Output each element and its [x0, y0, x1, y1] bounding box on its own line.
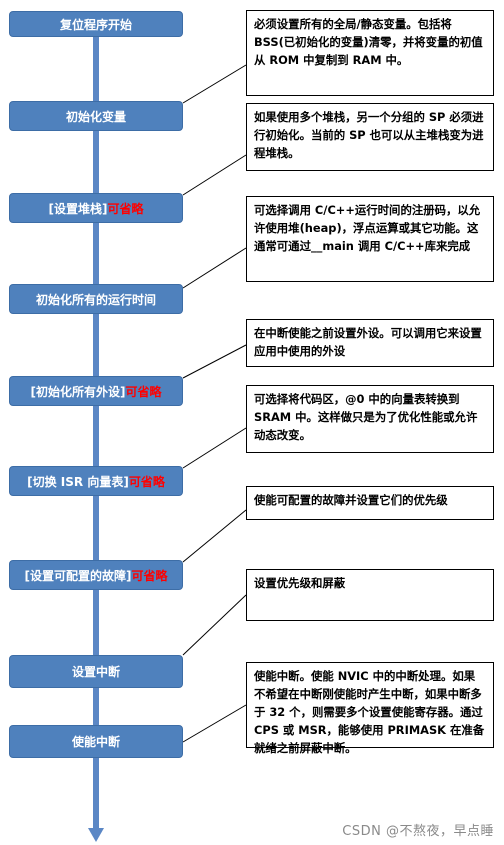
step-label: [设置可配置的故障] [24, 568, 132, 583]
note-init-variables: 必须设置所有的全局/静态变量。包括将 BSS(已初始化的变量)清零，并将变量的初… [246, 10, 494, 96]
step-label: 复位程序开始 [59, 17, 132, 32]
step-label: [初始化所有外设] [30, 384, 126, 399]
connector-1 [182, 64, 247, 104]
step-optional-tag: 可省略 [128, 474, 165, 489]
note-init-peripherals: 在中断使能之前设置外设。可以调用它来设置应用中使用的外设 [246, 319, 494, 367]
step-init-variables: 初始化变量 [9, 101, 183, 131]
connector-2 [182, 154, 247, 196]
step-optional-tag: 可省略 [125, 384, 162, 399]
step-optional-tag: 可省略 [107, 201, 144, 216]
flow-arrow-head [88, 828, 104, 842]
note-setup-stack: 如果使用多个堆栈，另一个分组的 SP 必须进行初始化。当前的 SP 也可以从主堆… [246, 103, 494, 171]
note-enable-interrupts: 使能中断。使能 NVIC 中的中断处理。如果不希望在中断刚使能时产生中断，如果中… [246, 662, 494, 755]
connector-5 [182, 427, 247, 469]
csdn-watermark: CSDN @不熬夜，早点睡 [342, 824, 494, 839]
step-setup-interrupts: 设置中断 [9, 655, 183, 688]
step-label: 初始化变量 [65, 109, 126, 124]
connector-7 [182, 594, 247, 656]
step-enable-interrupts: 使能中断 [9, 725, 183, 758]
step-reset-start: 复位程序开始 [9, 11, 183, 37]
step-label: [切换 ISR 向量表] [27, 474, 129, 489]
step-label: [设置堆栈] [48, 201, 108, 216]
step-label: 使能中断 [71, 735, 120, 749]
note-setup-interrupts: 设置优先级和屏蔽 [246, 569, 494, 621]
step-label: 初始化所有的运行时间 [35, 292, 156, 307]
step-optional-tag: 可省略 [131, 568, 168, 583]
connector-3 [182, 247, 247, 289]
step-init-peripherals: [初始化所有外设] 可省略 [9, 376, 183, 406]
connector-4 [182, 344, 247, 379]
note-setup-faults: 使能可配置的故障并设置它们的优先级 [246, 486, 494, 520]
note-switch-isr-table: 可选择将代码区，@0 中的向量表转换到 SRAM 中。这样做只是为了优化性能或允… [246, 385, 494, 453]
note-init-runtime: 可选择调用 C/C++运行时间的注册码，以允许使用堆(heap)，浮点运算或其它… [246, 196, 494, 282]
step-switch-isr-table: [切换 ISR 向量表] 可省略 [9, 466, 183, 496]
step-setup-faults: [设置可配置的故障] 可省略 [9, 560, 183, 590]
step-label: 设置中断 [71, 665, 120, 679]
flow-arrow-line [93, 30, 99, 828]
connector-8 [182, 704, 247, 743]
step-setup-stack: [设置堆栈] 可省略 [9, 193, 183, 223]
connector-6 [182, 509, 247, 563]
step-init-runtime: 初始化所有的运行时间 [9, 284, 183, 314]
